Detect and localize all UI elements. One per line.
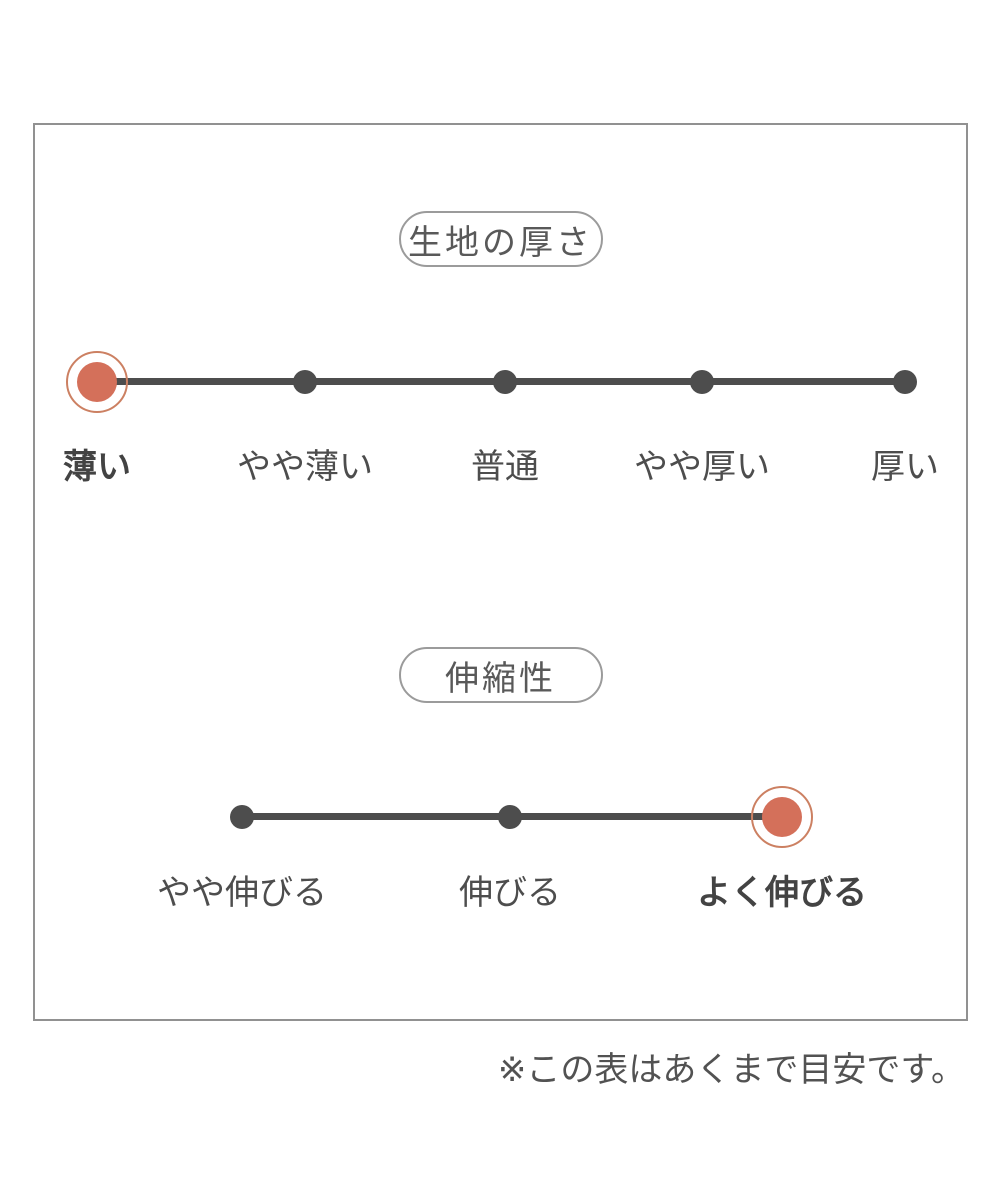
thickness-label: やや厚い xyxy=(634,448,770,486)
thickness-title-pill: 生地の厚さ xyxy=(398,211,603,267)
thickness-dot xyxy=(690,370,714,394)
thickness-label: やや薄い xyxy=(237,448,373,486)
thickness-title: 生地の厚さ xyxy=(408,223,593,262)
stretch-dot-selected xyxy=(762,797,802,837)
stretch-title: 伸縮性 xyxy=(445,659,556,698)
thickness-label-selected: 薄い xyxy=(63,448,131,486)
thickness-selected-ring xyxy=(66,351,128,413)
stretch-label-selected: よく伸びる xyxy=(697,874,867,912)
thickness-label: 厚い xyxy=(871,448,939,486)
thickness-dot-selected xyxy=(77,362,117,402)
stretch-dot xyxy=(230,805,254,829)
thickness-label: 普通 xyxy=(471,448,539,486)
thickness-dot xyxy=(893,370,917,394)
spec-board: 生地の厚さ 薄い やや薄い 普通 やや厚い 厚い 伸縮性 やや伸びる 伸びる よ… xyxy=(33,123,968,1021)
stretch-selected-ring xyxy=(751,786,813,848)
thickness-dot xyxy=(293,370,317,394)
stretch-title-pill: 伸縮性 xyxy=(398,647,603,703)
stretch-label: 伸びる xyxy=(459,874,561,912)
disclaimer-note: ※この表はあくまで目安です。 xyxy=(497,1051,965,1089)
stretch-label: やや伸びる xyxy=(157,874,327,912)
stretch-dot xyxy=(498,805,522,829)
thickness-dot xyxy=(493,370,517,394)
